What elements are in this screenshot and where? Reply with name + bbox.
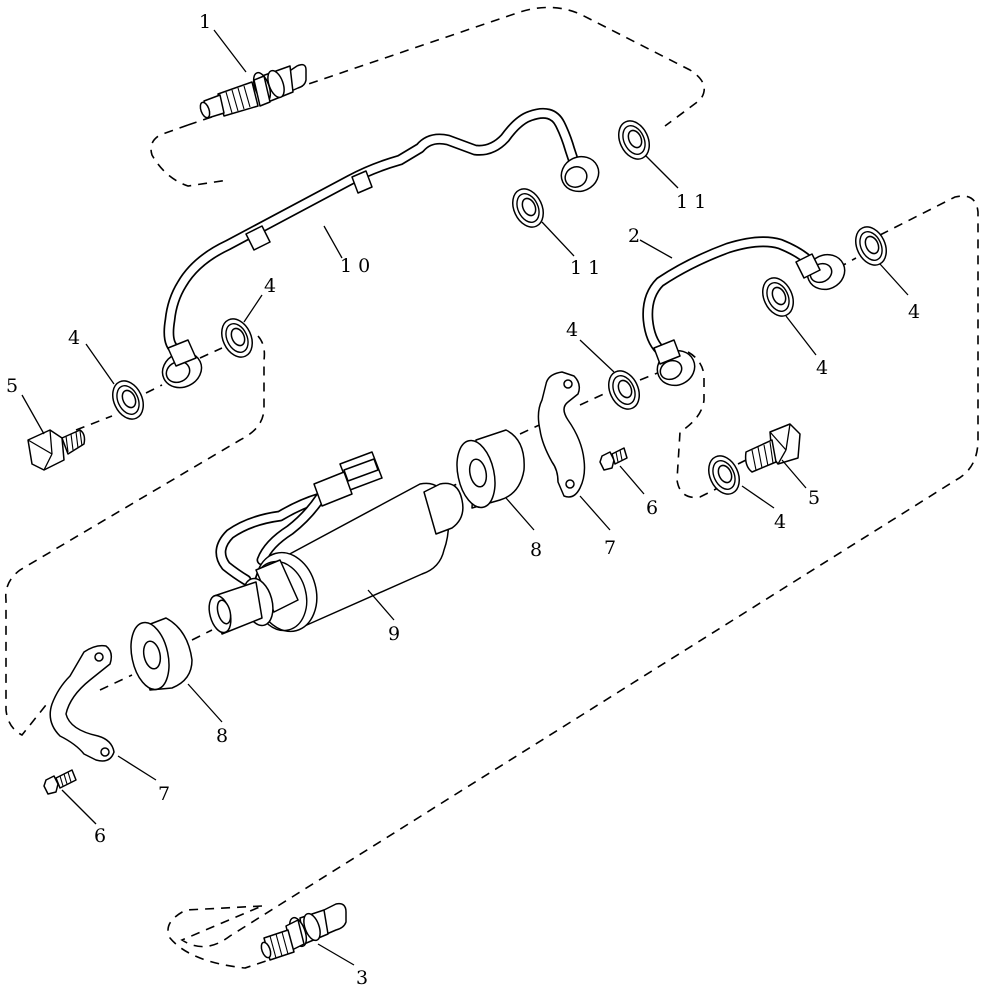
leader-lines xyxy=(21,29,909,966)
fitting-part-3 xyxy=(260,902,347,961)
fuel-pump-part-9 xyxy=(208,451,464,635)
bracket-part-7-left xyxy=(49,644,115,762)
callout-7-left: 7 xyxy=(158,783,170,805)
washer-part-11-a xyxy=(512,188,544,228)
callout-6-right: 6 xyxy=(646,497,658,519)
washer-part-11-b xyxy=(618,120,650,160)
banjo-bolt-part-5-right xyxy=(744,423,801,473)
callout-5-left: 5 xyxy=(6,375,18,397)
callout-2: 2 xyxy=(628,225,640,247)
callout-4-b: 4 xyxy=(68,327,80,349)
callout-5-right: 5 xyxy=(808,487,820,509)
upper-assembly-outline-left xyxy=(150,124,229,187)
callout-8-right: 8 xyxy=(530,539,542,561)
callout-4-e: 4 xyxy=(908,301,920,323)
washer-part-4-c xyxy=(608,370,640,410)
grommet-part-8-left xyxy=(130,617,193,691)
washer-part-4-e xyxy=(855,226,887,266)
fuel-line-part-2 xyxy=(642,236,846,387)
callout-1: 1 xyxy=(199,11,211,33)
screw-part-6-left xyxy=(43,769,77,795)
washer-part-4-b xyxy=(112,380,144,420)
callout-4-a: 4 xyxy=(264,275,276,297)
fitting-part-1 xyxy=(199,63,307,119)
washer-part-4-a xyxy=(221,318,253,358)
callout-10: 1 0 xyxy=(340,255,370,277)
callout-7-right: 7 xyxy=(604,537,616,559)
callout-11-a: 1 1 xyxy=(570,257,600,279)
bracket-part-7-right xyxy=(537,371,586,498)
callout-3: 3 xyxy=(356,967,368,989)
upper-assembly-outline xyxy=(187,6,706,127)
grommet-part-8-right xyxy=(456,429,525,509)
banjo-bolt-part-5-left xyxy=(27,429,86,471)
washer-part-4-f xyxy=(708,455,740,495)
callout-4-c: 4 xyxy=(566,319,578,341)
callout-4-d: 4 xyxy=(816,357,828,379)
callout-6-left: 6 xyxy=(94,825,106,847)
callout-9: 9 xyxy=(388,623,400,645)
screw-part-6-right xyxy=(599,447,628,471)
callout-8-left: 8 xyxy=(216,725,228,747)
main-assembly-outline-right xyxy=(180,195,979,948)
callout-11-b: 1 1 xyxy=(676,191,706,213)
fuel-line-part-10 xyxy=(161,107,600,389)
callout-4-f: 4 xyxy=(774,511,786,533)
main-assembly-outline-left xyxy=(4,335,266,737)
pump-bracket-outline xyxy=(676,351,719,499)
washer-part-4-d xyxy=(762,277,794,317)
main-assembly-outline-bottom xyxy=(167,905,276,969)
